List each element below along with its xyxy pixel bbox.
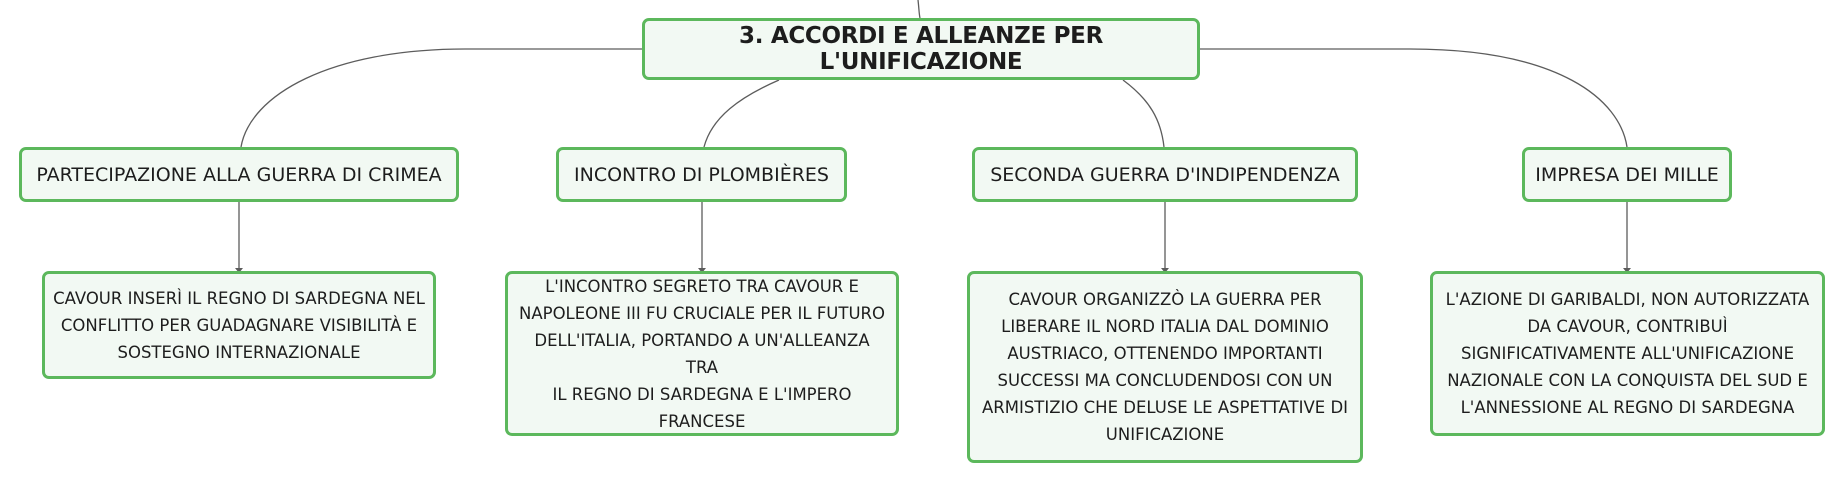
connector-parent-to-root (917, 0, 921, 19)
detail-seconda-guerra[interactable]: CAVOUR ORGANIZZÒ LA GUERRA PER LIBERARE … (967, 271, 1363, 463)
detail-crimea[interactable]: CAVOUR INSERÌ IL REGNO DI SARDEGNA NEL C… (42, 271, 436, 379)
detail-line: ARMISTIZIO CHE DELUSE LE ASPETTATIVE DI (981, 398, 1349, 417)
detail-line: DA CAVOUR, CONTRIBUÌ (1527, 317, 1728, 336)
connector-root-to-topic-1 (240, 48, 642, 148)
connector-root-to-topic-3 (1122, 79, 1165, 148)
detail-line: CAVOUR ORGANIZZÒ LA GUERRA PER (1008, 290, 1322, 309)
detail-line: AUSTRIACO, OTTENENDO IMPORTANTI (1007, 344, 1323, 363)
topic-plombieres[interactable]: INCONTRO DI PLOMBIÈRES (556, 147, 847, 202)
detail-line: DELL'ITALIA, PORTANDO A UN'ALLEANZA TRA (534, 330, 870, 377)
topic-impresa-mille[interactable]: IMPRESA DEI MILLE (1522, 147, 1732, 202)
detail-line: NAPOLEONE III FU CRUCIALE PER IL FUTURO (518, 303, 885, 323)
topic-crimea[interactable]: PARTECIPAZIONE ALLA GUERRA DI CRIMEA (19, 147, 459, 202)
connector-root-to-topic-4 (1200, 48, 1628, 148)
detail-line: LIBERARE IL NORD ITALIA DAL DOMINIO (1001, 317, 1329, 336)
detail-line: IL REGNO DI SARDEGNA E L'IMPERO (552, 384, 852, 404)
detail-line: L'INCONTRO SEGRETO TRA CAVOUR E (545, 276, 859, 296)
detail-line: UNIFICAZIONE (1105, 425, 1225, 444)
detail-line: L'ANNESSIONE AL REGNO DI SARDEGNA (1460, 398, 1795, 417)
detail-line: NAZIONALE CON LA CONQUISTA DEL SUD E (1447, 371, 1808, 390)
detail-line: CONFLITTO PER GUADAGNARE VISIBILITÀ E (60, 315, 418, 335)
detail-line: CAVOUR INSERÌ IL REGNO DI SARDEGNA NEL (53, 288, 425, 308)
detail-line: SUCCESSI MA CONCLUDENDOSI CON UN (997, 371, 1333, 390)
arrow-head-topic-3 (1161, 268, 1169, 273)
detail-line: SOSTEGNO INTERNAZIONALE (117, 342, 361, 362)
central-topic[interactable]: 3. ACCORDI E ALLEANZE PER L'UNIFICAZIONE (642, 18, 1200, 80)
connector-root-to-topic-2 (703, 79, 780, 148)
arrow-head-topic-2 (698, 268, 706, 273)
detail-line: L'AZIONE DI GARIBALDI, NON AUTORIZZATA (1445, 290, 1810, 309)
detail-line: FRANCESE (658, 411, 746, 431)
topic-seconda-guerra[interactable]: SECONDA GUERRA D'INDIPENDENZA (972, 147, 1358, 202)
arrow-head-topic-1 (235, 268, 243, 273)
detail-plombieres[interactable]: L'INCONTRO SEGRETO TRA CAVOUR E NAPOLEON… (505, 271, 899, 436)
arrow-head-topic-4 (1623, 268, 1631, 273)
detail-impresa-mille[interactable]: L'AZIONE DI GARIBALDI, NON AUTORIZZATA D… (1430, 271, 1825, 436)
detail-line: SIGNIFICATIVAMENTE ALL'UNIFICAZIONE (1460, 344, 1795, 363)
